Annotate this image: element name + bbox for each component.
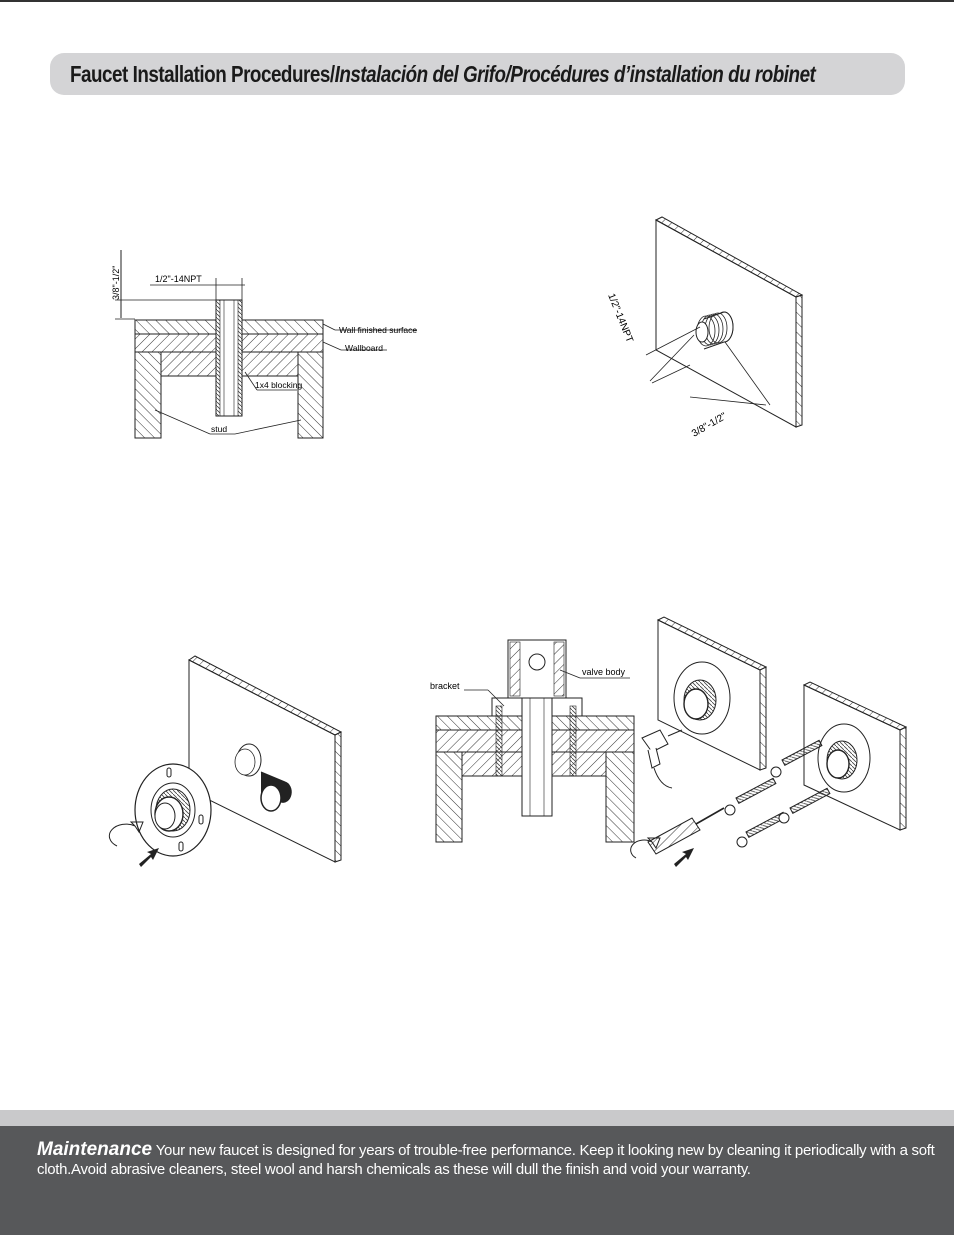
section-title: Faucet Installation Procedures/Instalaci… — [70, 61, 816, 88]
top-rule — [0, 0, 954, 2]
section-banner: Faucet Installation Procedures/Instalaci… — [50, 53, 905, 95]
figure-bracket-mounting: bracket valve body — [430, 616, 908, 867]
title-spanish-french: Instalación del Grifo/Procédures d’insta… — [334, 61, 816, 87]
valve-body-label: valve body — [582, 667, 626, 677]
figure-wall-section: 3/8"-1/2" 1/2"-14NPT Wall finished surfa… — [111, 250, 417, 439]
wall-surface-label: Wall finished surface — [339, 325, 417, 335]
stud-label: stud — [211, 424, 227, 434]
title-english: Faucet Installation Procedures/ — [70, 61, 335, 87]
maintenance-footer: Maintenance Your new faucet is designed … — [0, 1126, 954, 1235]
figure-pipe-perspective: 1/2"-14NPT 3/8"-1/2" — [605, 216, 804, 440]
maintenance-body: Your new faucet is designed for years of… — [37, 1142, 935, 1178]
footer-accent-band — [0, 1110, 954, 1126]
maintenance-heading: Maintenance — [37, 1139, 153, 1160]
dim-thread-label: 1/2"-14NPT — [155, 274, 202, 284]
figure-flange-install — [108, 655, 343, 867]
dim-thread-label-2: 1/2"-14NPT — [605, 292, 635, 344]
dim-vertical-label: 3/8"-1/2" — [111, 266, 121, 300]
dim-length-label-2: 3/8"-1/2" — [690, 411, 729, 440]
wallboard-label: Wallboard — [345, 343, 383, 353]
blocking-label: 1x4 blocking — [255, 380, 303, 390]
maintenance-text: Maintenance Your new faucet is designed … — [37, 1140, 937, 1179]
bracket-label: bracket — [430, 681, 460, 691]
